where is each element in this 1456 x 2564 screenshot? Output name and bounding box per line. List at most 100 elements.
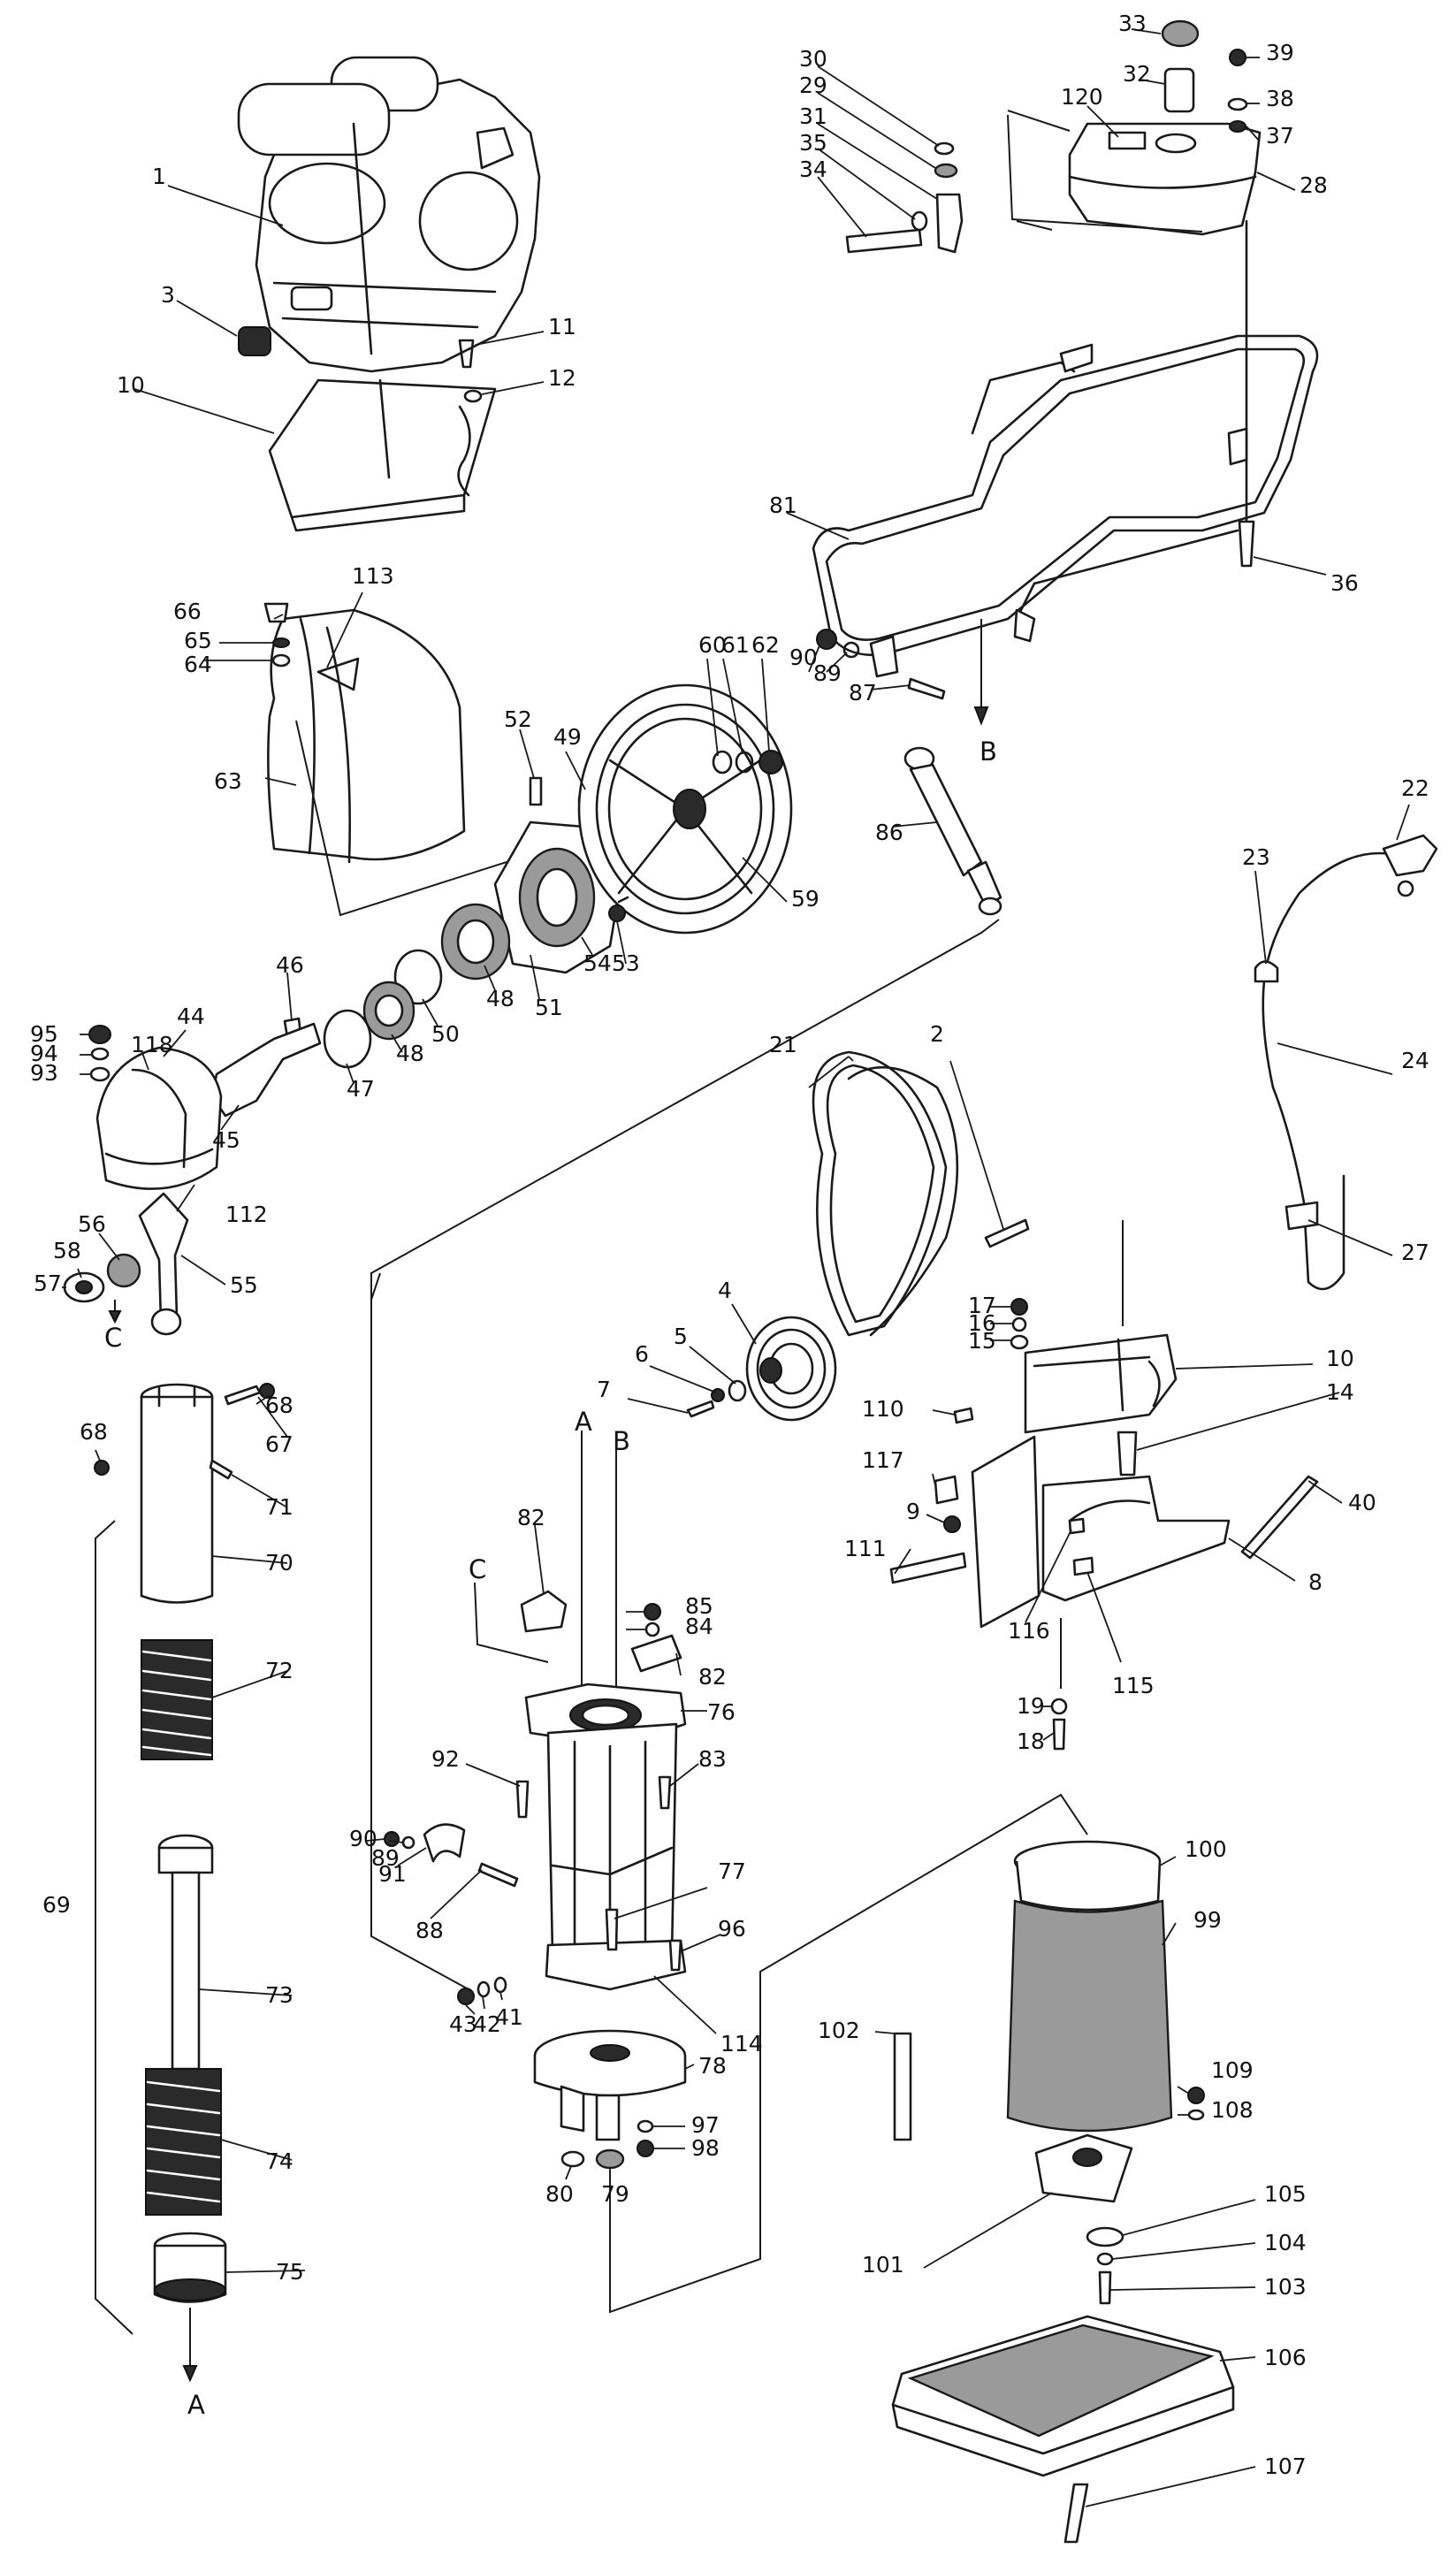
part-number-label-11: 11 xyxy=(548,314,576,340)
part-number-label-101: 101 xyxy=(862,2252,904,2278)
part-number-label-115: 115 xyxy=(1112,1673,1155,1698)
part-number-label-99: 99 xyxy=(1193,1907,1222,1933)
part-number-label-113: 113 xyxy=(352,563,394,589)
part-number-label-94: 94 xyxy=(30,1041,58,1066)
part-number-label-9: 9 xyxy=(906,1499,920,1524)
part-96-bolt xyxy=(668,1939,682,1972)
path-letter-b: B xyxy=(980,736,997,767)
part-29-washer xyxy=(934,163,958,179)
part-number-label-46: 46 xyxy=(276,952,304,978)
part-24-throttle-cable xyxy=(1262,851,1407,1291)
part-number-label-53: 53 xyxy=(612,950,640,976)
part-number-label-72: 72 xyxy=(265,1658,293,1683)
part-number-label-114: 114 xyxy=(720,2031,763,2057)
part-44-crank-case xyxy=(95,1046,223,1190)
part-number-label-108: 108 xyxy=(1211,2097,1254,2123)
part-number-label-96: 96 xyxy=(718,1916,746,1942)
part-number-label-41: 41 xyxy=(495,2004,523,2030)
part-106-tamping-shoe xyxy=(891,2315,1235,2477)
part-71-pin xyxy=(209,1459,233,1480)
part-12-washer xyxy=(463,389,483,403)
part-40-bolt xyxy=(1240,1475,1319,1560)
path-letter-a: A xyxy=(187,2390,205,2420)
part-82-cap-b xyxy=(630,1634,682,1673)
part-8-frame xyxy=(971,1435,1231,1629)
part-27-clamp xyxy=(1284,1201,1319,1231)
part-45-crankshaft xyxy=(210,1022,322,1118)
part-number-label-102: 102 xyxy=(818,2018,860,2043)
part-73-piston-rod xyxy=(157,1834,214,2071)
part-89-washer-lower xyxy=(401,1835,415,1850)
part-number-label-8: 8 xyxy=(1308,1569,1323,1595)
part-7-bolt xyxy=(686,1400,715,1418)
part-4-engine-pulley xyxy=(745,1316,837,1422)
part-number-label-44: 44 xyxy=(177,1003,205,1029)
part-number-label-56: 56 xyxy=(78,1211,106,1237)
part-number-label-51: 51 xyxy=(535,995,563,1020)
part-number-label-27: 27 xyxy=(1401,1240,1429,1265)
part-93-washer xyxy=(89,1066,111,1082)
part-number-label-77: 77 xyxy=(718,1858,746,1884)
guide-line-cover xyxy=(295,720,549,917)
part-83-bolt xyxy=(658,1775,672,1810)
part-number-label-109: 109 xyxy=(1211,2057,1254,2083)
part-number-label-80: 80 xyxy=(545,2181,574,2207)
part-number-label-36: 36 xyxy=(1330,570,1359,596)
part-100-bellows-clamp xyxy=(1013,1840,1162,1912)
part-number-label-17: 17 xyxy=(968,1293,996,1318)
part-34-fuel-hose xyxy=(845,228,923,254)
part-81-handle xyxy=(812,334,1319,657)
part-30-clamp xyxy=(934,141,955,156)
part-number-label-50: 50 xyxy=(431,1021,460,1047)
part-85-nut xyxy=(644,1603,661,1621)
part-21-v-belt xyxy=(812,1050,959,1337)
part-number-label-76: 76 xyxy=(707,1699,736,1725)
part-15-washer xyxy=(1010,1334,1029,1350)
part-number-label-89-2: 89 xyxy=(371,1845,400,1871)
part-89-washer xyxy=(842,641,860,659)
part-number-label-37: 37 xyxy=(1266,123,1294,149)
part-9-nut xyxy=(943,1515,961,1533)
part-104-washer xyxy=(1096,2252,1114,2266)
part-number-label-84: 84 xyxy=(685,1614,713,1639)
part-number-label-21: 21 xyxy=(769,1032,797,1057)
part-11-bolt xyxy=(458,339,475,369)
part-108-washer xyxy=(1187,2109,1205,2121)
part-105-plate xyxy=(1086,2226,1124,2247)
part-number-label-100: 100 xyxy=(1185,1836,1227,1862)
part-number-label-71: 71 xyxy=(265,1494,293,1520)
part-number-label-12: 12 xyxy=(548,365,576,391)
part-number-label-95: 95 xyxy=(30,1021,58,1047)
part-10-engine-bracket xyxy=(1024,1333,1178,1434)
path-letter-c: C xyxy=(104,1323,122,1353)
part-number-label-22: 22 xyxy=(1401,775,1429,801)
part-number-label-90-2: 90 xyxy=(349,1826,377,1851)
part-number-label-93: 93 xyxy=(30,1060,58,1086)
path-letter-b-2: B xyxy=(613,1426,630,1456)
part-number-label-35: 35 xyxy=(799,130,827,156)
part-number-label-103: 103 xyxy=(1264,2274,1307,2300)
part-number-label-68-2: 68 xyxy=(80,1419,108,1445)
path-letter-a-2: A xyxy=(575,1407,592,1437)
part-number-label-97: 97 xyxy=(691,2112,720,2138)
part-43-nut xyxy=(457,1988,475,2005)
part-number-label-42: 42 xyxy=(473,2011,501,2037)
part-number-label-82: 82 xyxy=(517,1505,545,1530)
part-5-washer xyxy=(728,1379,747,1402)
part-number-label-118: 118 xyxy=(131,1032,173,1057)
part-number-label-70: 70 xyxy=(265,1550,293,1576)
part-110-label xyxy=(953,1407,974,1424)
part-60-washer xyxy=(712,750,733,775)
part-91-clamp xyxy=(423,1823,466,1863)
part-31-fuel-cock xyxy=(935,193,964,254)
part-19-washer xyxy=(1050,1698,1068,1715)
part-47-snap-ring xyxy=(323,1009,372,1069)
part-number-label-86: 86 xyxy=(875,820,903,845)
part-number-label-47: 47 xyxy=(347,1076,375,1102)
part-86-shock-absorber xyxy=(903,746,1002,916)
part-number-label-7: 7 xyxy=(597,1377,611,1402)
leader-lines xyxy=(62,28,1410,2507)
part-77-stud xyxy=(605,1908,619,1951)
part-number-label-92: 92 xyxy=(431,1746,460,1772)
